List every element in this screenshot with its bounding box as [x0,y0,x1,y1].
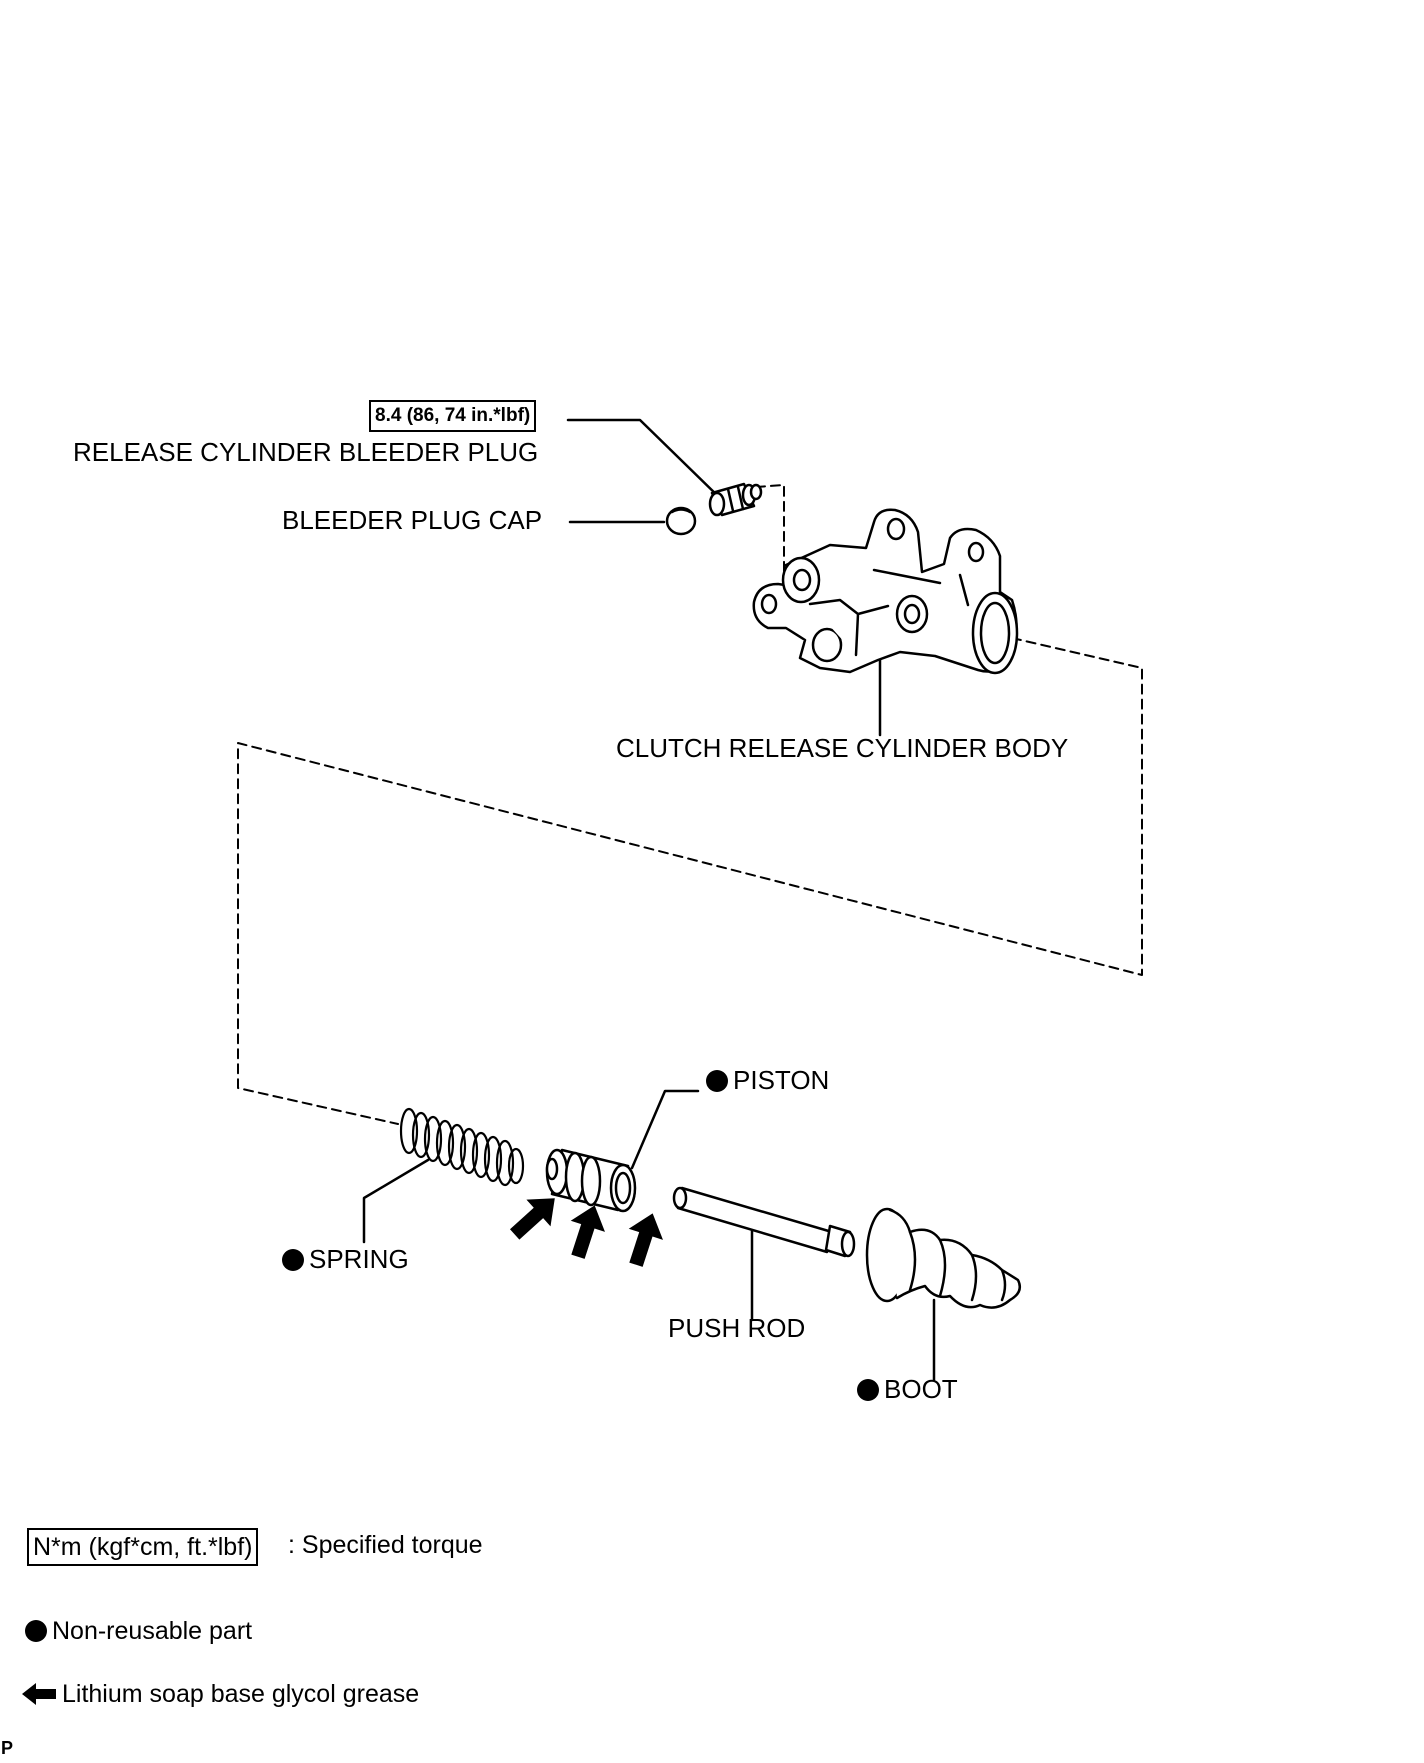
boot-label-text: BOOT [884,1374,958,1404]
non-reusable-dot-icon [282,1249,304,1271]
torque-value-box: 8.4 (86, 74 in.*lbf) [369,400,537,432]
bleeder-cap [665,506,697,536]
label-bleeder-cap: BLEEDER PLUG CAP [282,505,543,535]
label-bleeder-plug: RELEASE CYLINDER BLEEDER PLUG [73,437,539,467]
alignment-dashed-lines [237,484,1143,1125]
grease-arrow-icon-1 [509,1198,555,1240]
grease-arrow-icon [22,1683,56,1705]
piston [545,1148,637,1213]
bleeder-plug [708,482,763,517]
push-rod [672,1186,856,1258]
torque-leader-line [566,418,724,502]
legend-nonreusable: Non-reusable part [25,1614,252,1648]
grease-arrows [509,1198,663,1267]
legend-grease: Lithium soap base glycol grease [22,1677,419,1711]
spring-leader-line [362,1158,430,1244]
spring [399,1107,525,1187]
cylinder-body [752,508,1019,675]
spring-label-text: SPRING [309,1244,409,1274]
non-reusable-dot-icon [25,1620,47,1642]
non-reusable-dot-icon [706,1070,728,1092]
grease-arrow-icon-3 [628,1213,663,1267]
piston-label-text: PISTON [733,1065,830,1095]
legend-torque-desc: : Specified torque [288,1531,483,1559]
label-cylinder-body: CLUTCH RELEASE CYLINDER BODY [616,733,1069,763]
legend-grease-text: Lithium soap base glycol grease [62,1680,420,1708]
non-reusable-dot-icon [857,1379,879,1401]
label-piston: PISTON [706,1065,829,1095]
label-boot: BOOT [857,1374,958,1404]
boot [865,1207,1021,1309]
piston-leader-line [630,1089,700,1170]
grease-arrow-icon-2 [570,1205,605,1259]
legend-nonreusable-text: Non-reusable part [52,1617,253,1645]
legend-torque-unit-box: N*m (kgf*cm, ft.*lbf) [27,1528,259,1566]
corner-mark: P [1,1738,14,1758]
label-push-rod: PUSH ROD [668,1313,806,1343]
label-spring: SPRING [282,1244,409,1274]
